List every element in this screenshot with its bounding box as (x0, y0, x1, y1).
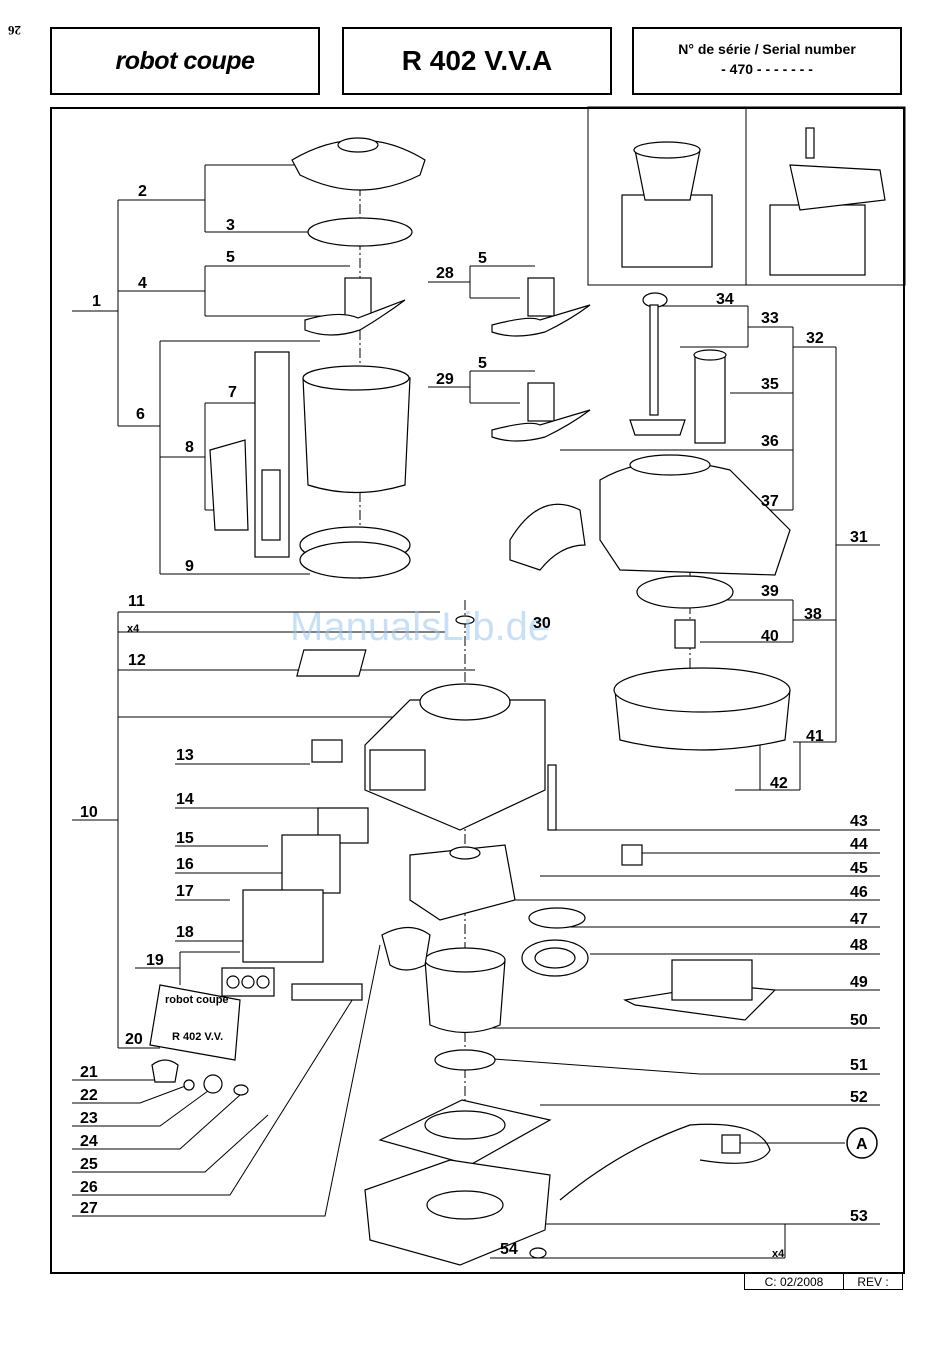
callout-18: 18 (176, 924, 194, 941)
callout-42: 42 (770, 775, 788, 792)
callout-34: 34 (716, 291, 734, 308)
seal-ring-shape (308, 218, 412, 246)
callout-49: 49 (850, 974, 868, 991)
callout-5: 5 (478, 250, 487, 267)
watermark: ManualsLib.de (290, 605, 550, 649)
qty-part-11: x4 (127, 623, 140, 635)
callout-17: 17 (176, 883, 194, 900)
callout-9: 9 (185, 558, 194, 575)
callout-53: 53 (850, 1208, 868, 1225)
callout-10: 10 (80, 804, 98, 821)
callout-39: 39 (761, 583, 779, 600)
callout-33: 33 (761, 310, 779, 327)
callout-15: 15 (176, 830, 194, 847)
panel-model-text: R 402 V.V. (172, 1031, 223, 1043)
panel-brand-text: robot coupe (165, 994, 229, 1006)
callout-52: 52 (850, 1089, 868, 1106)
callout-2: 2 (138, 183, 147, 200)
callout-37: 37 (761, 493, 779, 510)
plug-label: A (856, 1136, 868, 1153)
callout-31: 31 (850, 529, 868, 546)
callout-30: 30 (533, 615, 551, 632)
callout-13: 13 (176, 747, 194, 764)
callout-5: 5 (478, 355, 487, 372)
callout-1: 1 (92, 293, 101, 310)
veg-prep-lid-shape (600, 462, 790, 575)
callout-8: 8 (185, 439, 194, 456)
callout-6: 6 (136, 406, 145, 423)
callout-28: 28 (436, 265, 454, 282)
callout-45: 45 (850, 860, 868, 877)
callout-38: 38 (804, 606, 822, 623)
callout-41: 41 (806, 728, 824, 745)
callout-4: 4 (138, 275, 147, 292)
callout-14: 14 (176, 791, 194, 808)
callout-21: 21 (80, 1064, 98, 1081)
callout-29: 29 (436, 371, 454, 388)
callout-19: 19 (146, 952, 164, 969)
footer-date: C: 02/2008 (744, 1272, 844, 1290)
callout-36: 36 (761, 433, 779, 450)
callout-35: 35 (761, 376, 779, 393)
callout-44: 44 (850, 836, 868, 853)
callout-24: 24 (80, 1133, 98, 1150)
callout-7: 7 (228, 384, 237, 401)
callout-32: 32 (806, 330, 824, 347)
callout-11: 11 (128, 593, 145, 610)
qty-part-54: x4 (772, 1248, 785, 1260)
callout-46: 46 (850, 884, 868, 901)
callout-47: 47 (850, 911, 868, 928)
callout-50: 50 (850, 1012, 868, 1029)
callout-16: 16 (176, 856, 194, 873)
callout-5: 5 (226, 249, 235, 266)
callout-3: 3 (226, 217, 235, 234)
callout-48: 48 (850, 937, 868, 954)
callout-12: 12 (128, 652, 146, 669)
callout-23: 23 (80, 1110, 98, 1127)
callout-43: 43 (850, 813, 868, 830)
footer-rev: REV : (843, 1272, 903, 1290)
callout-27: 27 (80, 1200, 98, 1217)
callout-51: 51 (850, 1057, 868, 1074)
callout-20: 20 (125, 1031, 143, 1048)
callout-40: 40 (761, 628, 779, 645)
callout-54: 54 (500, 1241, 518, 1258)
callout-26: 26 (80, 1179, 98, 1196)
callout-22: 22 (80, 1087, 98, 1104)
callout-25: 25 (80, 1156, 98, 1173)
